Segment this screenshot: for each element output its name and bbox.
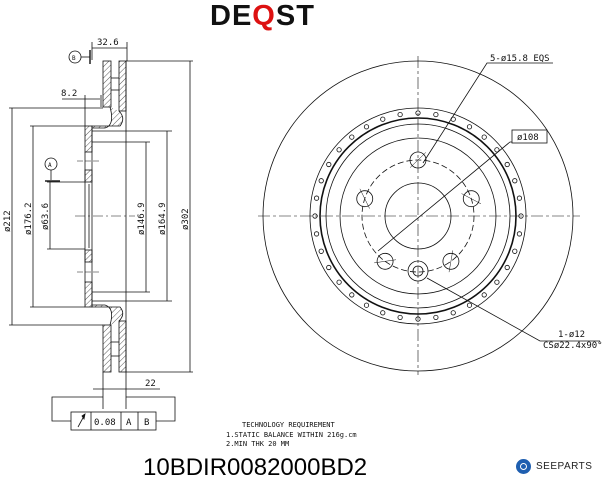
- brand-name: SEEPARTS: [536, 461, 593, 472]
- vent-hole: [397, 314, 403, 321]
- vent-hole: [466, 124, 473, 130]
- dim-thickness: 22: [145, 379, 156, 389]
- vent-hole: [504, 161, 510, 168]
- bolt-holes: [356, 151, 482, 273]
- vent-hole: [349, 292, 355, 298]
- side-view: [9, 42, 193, 431]
- vent-hole: [516, 231, 523, 237]
- vent-hole: [326, 264, 332, 271]
- vent-hole: [481, 134, 487, 140]
- datum-a-label: A: [48, 162, 52, 169]
- vent-hole: [349, 134, 355, 140]
- bolt-hole: [442, 252, 460, 270]
- vent-hole: [433, 314, 439, 321]
- vent-hole: [363, 124, 370, 130]
- vent-hole: [512, 178, 518, 184]
- vent-hole: [380, 116, 386, 122]
- vent-hole: [312, 213, 318, 219]
- bolt-hole: [462, 190, 480, 208]
- tech-line-1: 1.STATIC BALANCE WITHIN 216g.cm: [226, 430, 357, 439]
- dim-d302: ø302: [181, 208, 191, 230]
- vent-hole: [518, 213, 524, 219]
- vent-hole: [504, 264, 510, 271]
- dim-hat-offset: 8.2: [61, 89, 77, 99]
- vent-hole: [494, 279, 500, 285]
- tolerance-ref-a: A: [126, 418, 132, 428]
- dim-d164: ø164.9: [158, 202, 168, 235]
- dim-d63: ø63.6: [41, 203, 51, 230]
- vent-hole: [318, 248, 324, 254]
- vent-hole: [494, 147, 500, 153]
- dim-d146: ø146.9: [137, 202, 147, 235]
- vent-hole: [363, 302, 370, 308]
- vent-hole: [450, 310, 456, 316]
- tech-line-2: 2.MIN THK 20 MM: [226, 440, 290, 448]
- bolt-holes-label: 5-ø15.8 EQS: [490, 54, 550, 64]
- vent-hole: [313, 231, 320, 237]
- vent-hole: [397, 111, 403, 118]
- vent-hole: [433, 111, 439, 118]
- hole-label: 1-ø12: [558, 330, 585, 340]
- bolt-hole: [376, 252, 394, 270]
- vent-hole: [512, 248, 518, 254]
- dim-width-total: 32.6: [97, 38, 119, 48]
- seeparts-brand: SEEPARTS: [516, 459, 592, 474]
- tolerance-value: 0.08: [94, 418, 116, 428]
- tech-title: TECHNOLOGY REQUIREMENT: [242, 421, 335, 429]
- datum-b-label: B: [72, 55, 76, 62]
- pcd-label: ø108: [517, 133, 539, 143]
- countersunk-hole: [407, 260, 429, 282]
- vent-hole: [326, 161, 332, 168]
- vent-holes: [312, 110, 524, 322]
- vent-hole: [313, 195, 320, 201]
- front-view: [258, 56, 600, 375]
- dim-d212: ø212: [3, 210, 13, 232]
- vent-hole: [516, 195, 523, 201]
- vent-hole: [466, 302, 473, 308]
- vent-hole: [318, 178, 324, 184]
- part-number: 10BDIR0082000BD2: [143, 454, 368, 481]
- bolt-hole: [409, 151, 427, 169]
- vent-hole: [380, 310, 386, 316]
- vent-hole: [336, 147, 342, 153]
- vent-hole: [415, 110, 421, 116]
- deqst-logo: DEQST: [210, 0, 315, 32]
- vent-hole: [336, 279, 342, 285]
- seeparts-logo-icon: [516, 459, 531, 474]
- vent-hole: [481, 292, 487, 298]
- bolt-hole: [356, 190, 374, 208]
- dim-d176: ø176.2: [24, 202, 34, 235]
- tolerance-ref-b: B: [144, 418, 149, 428]
- vent-hole: [415, 316, 421, 322]
- countersink-label: CSø22.4x90°: [543, 341, 603, 351]
